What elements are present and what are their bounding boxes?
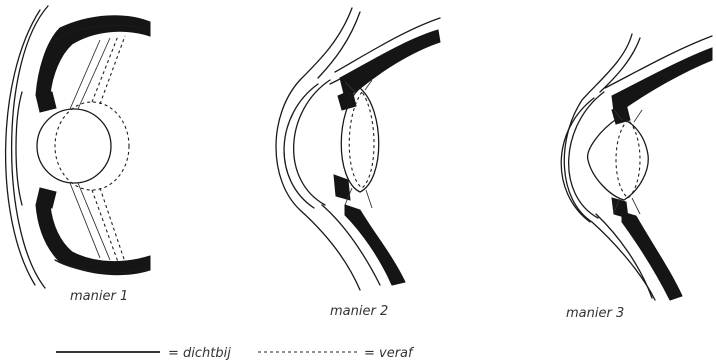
panel-3-eye	[561, 34, 712, 300]
legend: = dichtbij = veraf	[56, 346, 415, 361]
panel-1-eye	[6, 6, 150, 288]
legend-dashed-label: = veraf	[364, 346, 415, 361]
legend-solid-label: = dichtbij	[168, 346, 231, 361]
panel-2-eye	[276, 8, 440, 290]
panel-3-label: manier 3	[566, 306, 624, 321]
panel-1-label: manier 1	[70, 289, 128, 304]
panel-2-label: manier 2	[330, 304, 388, 319]
